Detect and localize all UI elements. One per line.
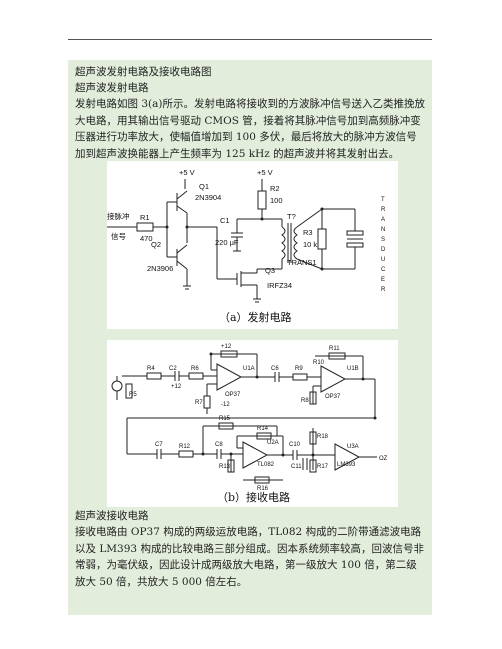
q3-part-label: IRFZ34 xyxy=(267,281,292,290)
r9-label: R9 xyxy=(295,366,303,372)
svg-text:R: R xyxy=(381,207,386,213)
q3-label: Q3 xyxy=(265,266,275,275)
r1-value-label: 470 xyxy=(140,234,153,243)
input-label-1: 接脉冲 xyxy=(107,211,130,221)
plus12-a: +12 xyxy=(171,384,182,390)
r17-label: R17 xyxy=(317,464,329,470)
r3-label: R3 xyxy=(303,228,313,237)
svg-text:E: E xyxy=(381,277,385,283)
svg-text:D: D xyxy=(381,247,386,253)
plus12-top: +12 xyxy=(221,344,232,350)
trans1-label: TRANS1 xyxy=(287,258,317,267)
figure-b-caption: （b）接收电路 xyxy=(217,490,290,504)
paragraph-receive: 接收电路由 OP37 构成的两级运放电路，TL082 构成的二阶带通滤波电路以及… xyxy=(75,526,424,588)
r12-label: R12 xyxy=(179,444,191,450)
r4-label: R4 xyxy=(147,366,155,372)
c7-label: C7 xyxy=(155,442,163,448)
header-rule xyxy=(68,39,432,40)
output-label: OZ xyxy=(379,456,388,462)
svg-text:A: A xyxy=(381,217,385,223)
doc-title: 超声波发射电路及接收电路图 xyxy=(75,66,212,78)
svg-text:N: N xyxy=(381,227,385,233)
r5-label: R5 xyxy=(129,392,137,398)
r16-label: R16 xyxy=(257,486,269,492)
figure-transmit-circuit: +5 V Q1 2N3904 接脉冲 信号 R1 470 Q2 2N3906 +… xyxy=(107,161,398,329)
u1b-label: U1B xyxy=(347,366,359,372)
paragraph-transmit: 发射电路如图 3(a)所示。发射电路将接收到的方波脉冲信号送入乙类推挽放大电路，… xyxy=(75,98,425,160)
figure-receive-circuit: R4 C2 +12 R6 U1A OP37 R5 R7 -12 +12 C6 R… xyxy=(107,340,398,507)
c1-label: C1 xyxy=(220,216,230,225)
r6-label: R6 xyxy=(191,366,199,372)
c10-label: C10 xyxy=(289,442,301,448)
op37b-label: OP37 xyxy=(325,394,341,400)
svg-text:C: C xyxy=(381,267,386,273)
section-heading-transmit: 超声波发射电路 xyxy=(75,82,149,94)
input-label-2: 信号 xyxy=(111,231,126,241)
r10-label: R10 xyxy=(313,360,325,366)
content-panel xyxy=(68,60,432,615)
svg-text:R: R xyxy=(381,287,386,293)
q2-part-label: 2N3906 xyxy=(147,264,173,273)
r15-label: R15 xyxy=(219,416,231,422)
svg-text:S: S xyxy=(381,237,385,243)
receive-schematic: R4 C2 +12 R6 U1A OP37 R5 R7 -12 +12 C6 R… xyxy=(111,344,388,504)
c1-value-label: 220 μF xyxy=(215,238,239,247)
q1-part-label: 2N3904 xyxy=(195,193,221,202)
c8-label: C8 xyxy=(215,442,223,448)
section-heading-receive: 超声波接收电路 xyxy=(75,510,149,522)
vcc1-label: +5 V xyxy=(179,168,195,177)
u1a-label: U1A xyxy=(243,366,255,372)
r2-value-label: 100 xyxy=(270,196,283,205)
r3-value-label: 10 k xyxy=(303,240,317,249)
q1-label: Q1 xyxy=(199,182,209,191)
c6-label: C6 xyxy=(271,366,279,372)
tl082-label: TL082 xyxy=(257,462,275,468)
r8-label: R8 xyxy=(301,398,309,404)
r11-label: R11 xyxy=(329,346,340,352)
u2a-label: U2A xyxy=(267,440,279,446)
r2-label: R2 xyxy=(270,184,280,193)
r13-label: R13 xyxy=(219,464,231,470)
u3a-label: U3A xyxy=(347,444,359,450)
figure-a-caption: （a）发射电路 xyxy=(219,310,292,324)
minus12-a: -12 xyxy=(221,402,230,408)
transmit-schematic: +5 V Q1 2N3904 接脉冲 信号 R1 470 Q2 2N3906 +… xyxy=(107,168,386,324)
q2-label: Q2 xyxy=(151,240,161,249)
transformer-label: T? xyxy=(287,212,296,221)
vcc2-label: +5 V xyxy=(257,168,273,177)
svg-text:U: U xyxy=(381,257,385,263)
svg-text:T: T xyxy=(381,197,385,203)
r1-label: R1 xyxy=(140,213,150,222)
c2-label: C2 xyxy=(169,366,177,372)
r18-label: R18 xyxy=(317,434,329,440)
op37a-label: OP37 xyxy=(225,392,241,398)
r14-label: R14 xyxy=(257,426,269,432)
lm393-label: LM393 xyxy=(337,462,356,468)
c11-label: C11 xyxy=(291,464,302,470)
transducer-label: T R A N S D U C E R xyxy=(381,197,386,293)
r7-label: R7 xyxy=(195,400,203,406)
